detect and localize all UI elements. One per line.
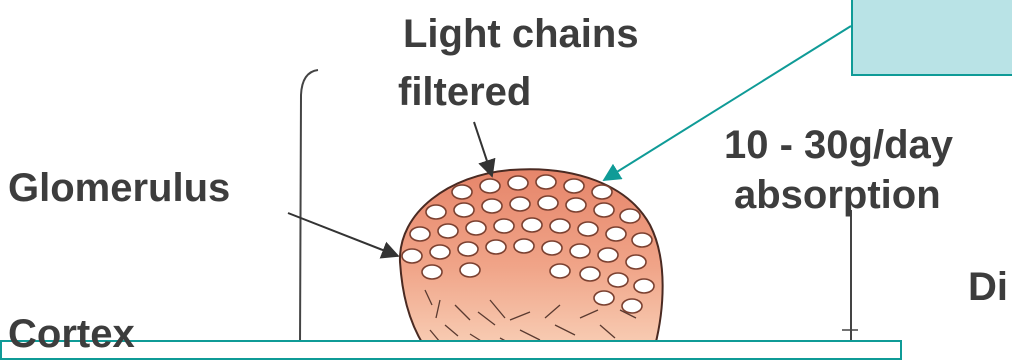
glomerulus-label: Glomerulus xyxy=(8,166,230,210)
filtered-label: filtered xyxy=(398,70,531,114)
distal-label-partial: Di xyxy=(968,265,1008,309)
absorption-label: absorption xyxy=(734,173,941,217)
light-chains-arrow xyxy=(474,122,492,176)
glomerulus-arrow xyxy=(288,213,398,256)
diagram-canvas: Light chains filtered 10 - 30g/day absor… xyxy=(0,0,1012,346)
cortex-label: Cortex xyxy=(8,312,135,356)
absorption-rate-label: 10 - 30g/day xyxy=(724,123,953,167)
bottom-panel xyxy=(0,340,902,360)
left-bracket-line xyxy=(300,70,318,346)
callout-box xyxy=(851,0,1012,76)
light-chains-label: Light chains xyxy=(403,12,639,56)
